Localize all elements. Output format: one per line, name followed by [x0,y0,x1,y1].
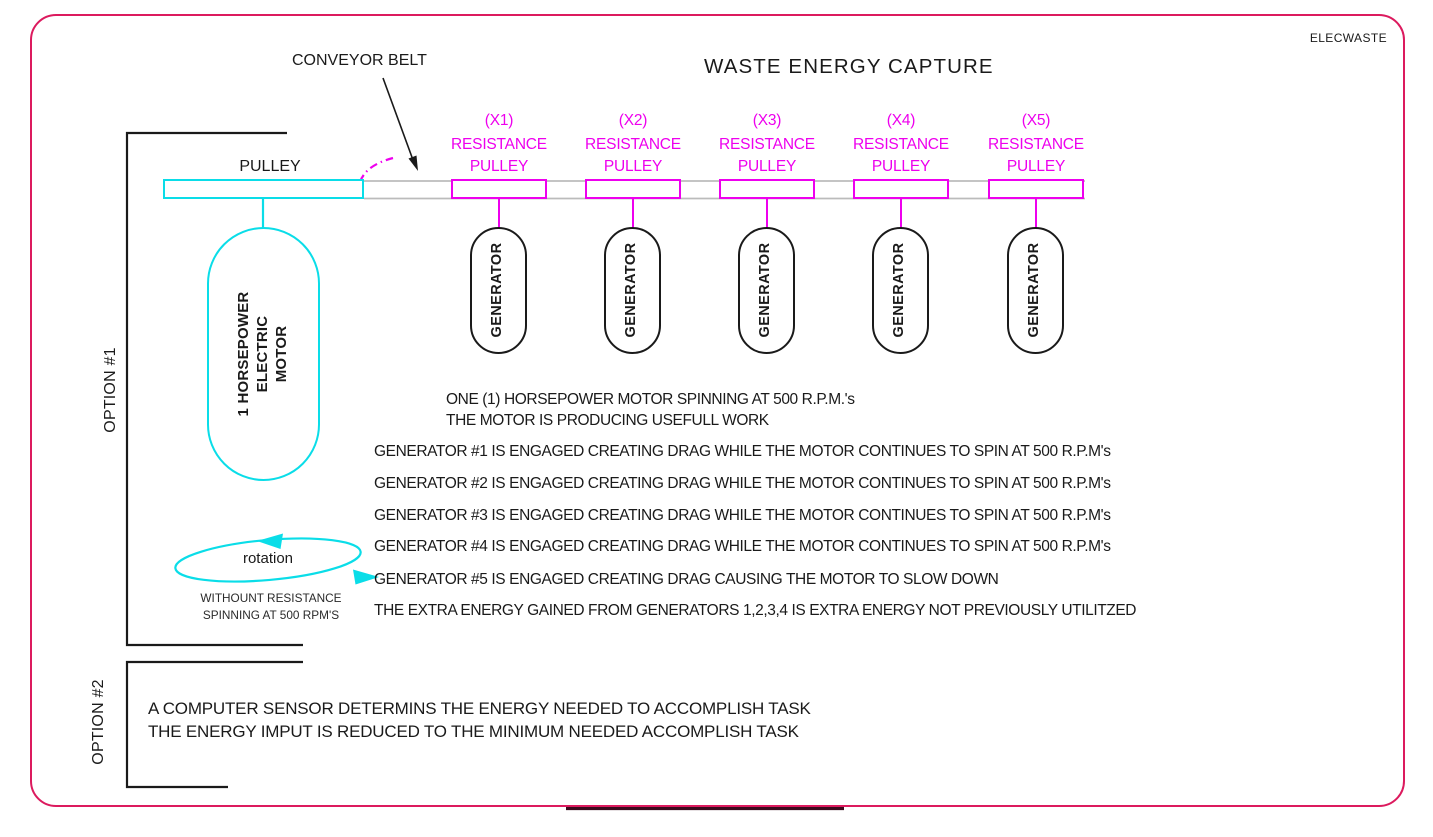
motor-label-line2: ELECTRIC [254,315,271,393]
resistance-pulley-label: PULLEY [737,158,797,175]
resistance-pulley-label: PULLEY [603,158,663,175]
generator-label: GENERATOR [489,242,505,338]
intro-line: ONE (1) HORSEPOWER MOTOR SPINNING AT 500… [446,391,855,408]
generator-capsule [470,227,527,354]
generator-label: GENERATOR [623,242,639,338]
motor-label-line1: 1 HORSEPOWER [235,291,252,417]
statement-line: GENERATOR #3 IS ENGAGED CREATING DRAG WH… [374,507,1111,524]
statement-line: GENERATOR #2 IS ENGAGED CREATING DRAG WH… [374,475,1111,492]
resistance-label: RESISTANCE [988,136,1084,153]
rotation-note-line2: SPINNING AT 500 RPM'S [202,608,340,622]
rotation-note-line1: WITHOUNT RESISTANCE [200,591,342,605]
conveyor-belt-label: CONVEYOR BELT [292,52,427,69]
conveyor-arrow-line [382,77,414,161]
motor-capsule [207,227,320,481]
resistance-pulley-label: PULLEY [469,158,529,175]
drive-pulley-label: PULLEY [239,158,301,175]
option2-bracket [125,660,303,789]
resistance-pulley [451,179,547,199]
generator-capsule [738,227,795,354]
statement-line: GENERATOR #4 IS ENGAGED CREATING DRAG WH… [374,538,1111,555]
drive-pulley [163,179,364,199]
station-number-label: (X2) [618,112,648,129]
generator-capsule [872,227,929,354]
resistance-label: RESISTANCE [853,136,949,153]
diagram-title: WASTE ENERGY CAPTURE [704,55,994,78]
option1-bracket [125,131,303,647]
generator-label: GENERATOR [757,242,773,338]
intro-line: THE MOTOR IS PRODUCING USEFULL WORK [446,412,769,429]
motor-label: 1 HORSEPOWER ELECTRIC MOTOR [234,254,292,454]
resistance-pulley [719,179,815,199]
resistance-label: RESISTANCE [585,136,681,153]
generator-capsule [1007,227,1064,354]
resistance-pulley-label: PULLEY [871,158,931,175]
rotation-label: rotation [242,550,294,567]
statement-line: GENERATOR #1 IS ENGAGED CREATING DRAG WH… [374,443,1111,460]
station-number-label: (X1) [484,112,514,129]
rotation-arrow-left-icon [257,533,283,549]
generator-capsule [604,227,661,354]
station-number-label: (X5) [1021,112,1051,129]
resistance-pulley [853,179,949,199]
statement-line: THE EXTRA ENERGY GAINED FROM GENERATORS … [374,602,1137,619]
option2-label: OPTION #2 [90,679,107,765]
belt-engagement-arc [358,156,394,183]
option1-label: OPTION #1 [102,347,119,433]
resistance-label: RESISTANCE [451,136,547,153]
resistance-pulley [585,179,681,199]
doc-code: ELECWASTE [1309,31,1387,45]
resistance-pulley-label: PULLEY [1006,158,1066,175]
option2-line2: THE ENERGY IMPUT IS REDUCED TO THE MINIM… [148,722,799,741]
station-number-label: (X4) [886,112,916,129]
generator-label: GENERATOR [1026,242,1042,338]
station-number-label: (X3) [752,112,782,129]
resistance-label: RESISTANCE [719,136,815,153]
motor-label-line3: MOTOR [273,325,290,383]
generator-label: GENERATOR [891,242,907,338]
resistance-pulley [988,179,1084,199]
option2-line1: A COMPUTER SENSOR DETERMINS THE ENERGY N… [148,699,811,718]
statement-line: GENERATOR #5 IS ENGAGED CREATING DRAG CA… [374,571,999,588]
conveyor-arrow-head-icon [408,155,418,171]
rotation-arrow-right-icon [353,569,379,585]
